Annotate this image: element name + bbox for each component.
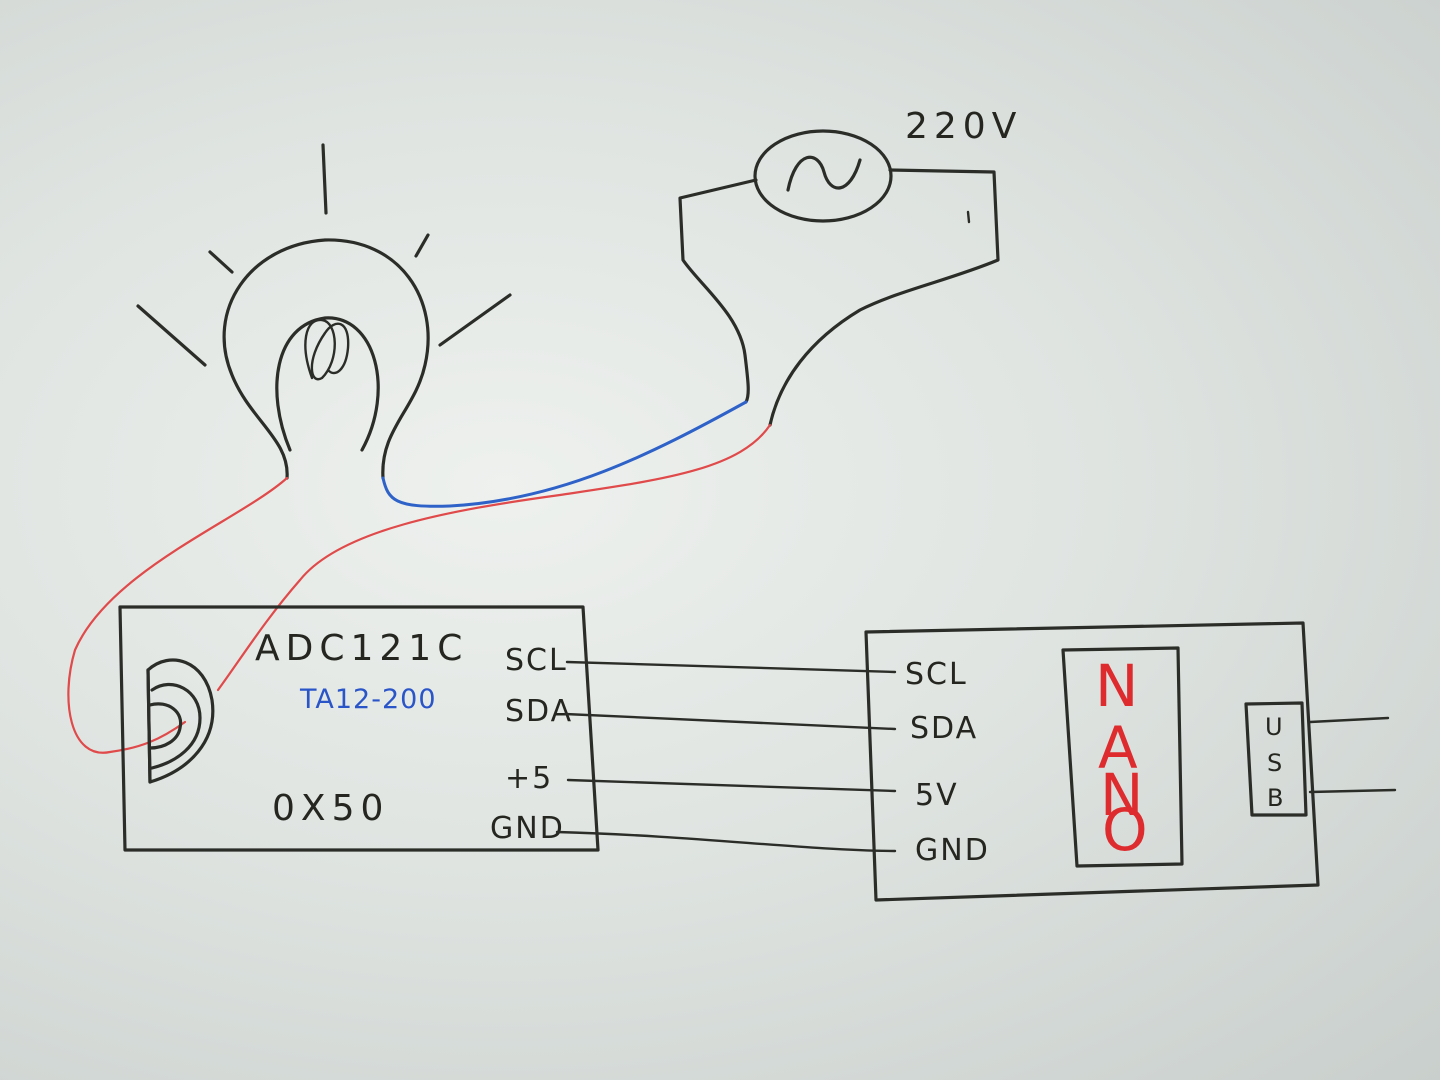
adc-chip-name: ADC121C [255,628,468,669]
red-wire-mains [216,423,772,692]
usb-letter-b: B [1267,784,1285,812]
nano-letter-2: A [1098,714,1140,782]
light-bulb-icon [136,143,512,480]
nano-module: SCL SDA 5V GND N A N O U S B [864,621,1397,902]
i2c-wires [555,660,897,853]
wire-gnd [555,830,897,853]
current-transformer-icon [146,658,215,784]
adc-pin-5v: +5 [505,761,553,796]
nano-board-outline [864,621,1320,902]
ac-source: 220V [753,106,1022,223]
adc-pin-sda: SDA [505,694,573,729]
wire-5v [566,778,897,793]
mains-wiring [678,168,1000,427]
i2c-address: 0X50 [272,788,389,829]
adc-pin-scl: SCL [505,643,568,678]
usb-cable-bottom [1308,788,1397,794]
usb-connector-outline [1244,701,1308,817]
nano-letter-4: O [1102,796,1150,864]
adc-pin-gnd: GND [490,811,565,846]
wire-scl [565,660,897,674]
usb-letter-s: S [1267,749,1284,777]
nano-pin-sda: SDA [910,711,978,746]
nano-chip-outline [1061,646,1184,868]
adc-module: ADC121C TA12-200 0X50 SCL SDA +5 GND [118,605,600,852]
nano-pin-5v: 5V [915,778,959,813]
sensor-model: TA12-200 [299,684,437,715]
adc-board-outline [118,605,600,852]
nano-letter-1: N [1095,652,1140,720]
ac-sine-icon [786,155,862,192]
voltage-label: 220V [905,106,1022,147]
ac-source-circle [753,129,893,223]
red-wire-lamp [67,476,289,754]
wire-sda [563,712,897,731]
nano-pin-gnd: GND [915,833,990,868]
blue-wire [381,400,748,508]
usb-letter-u: U [1265,713,1285,741]
usb-cable-top [1308,716,1390,724]
nano-letter-3: N [1100,761,1145,829]
nano-pin-scl: SCL [905,657,968,692]
